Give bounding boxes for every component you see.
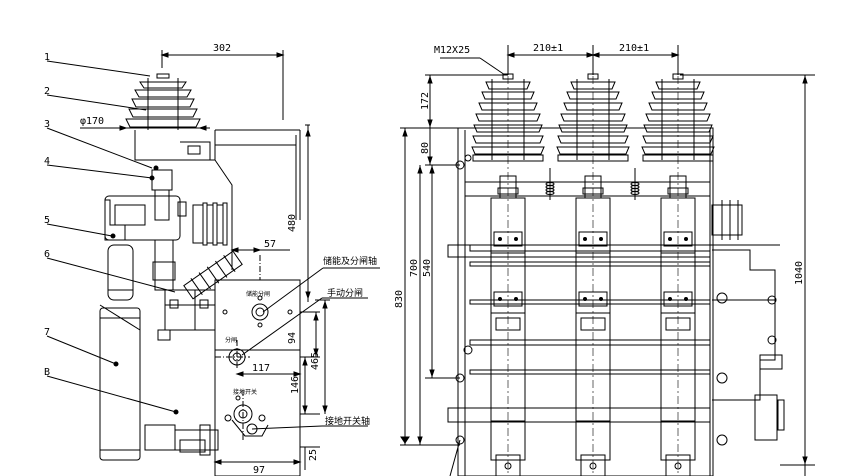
chinese-labels: 储能及分闸轴 手动分闸 接地开关轴 储能分闸 分闸 接地开关 [225,255,377,427]
label-small-1: 储能分闸 [246,290,270,298]
callout-3: 3 [44,119,50,130]
dim-pitch-2: 210±1 [619,43,649,54]
callout-2: 2 [44,86,50,97]
callout-b: B [44,367,50,378]
dim-302: 302 [213,43,231,54]
pole-2 [556,60,640,476]
callout-6: 6 [44,249,50,260]
dim-146: 146 [290,376,301,394]
dim-pitch-1: 210±1 [533,43,563,54]
dim-1040: 1040 [794,261,805,285]
dimension-texts: 302 φ170 480 57 94 117 465 146 97 25 M12… [80,43,805,476]
dim-830: 830 [394,290,405,308]
dim-465: 465 [310,352,321,370]
pole-3 [641,60,715,476]
dim-700: 700 [409,259,420,277]
pole-1 [471,60,555,476]
dim-480: 480 [287,214,298,232]
callout-numbers: 1 2 3 4 5 6 7 B [44,52,50,378]
label-earthing-switch-shaft: 接地开关轴 [325,415,370,427]
dim-97: 97 [253,465,265,476]
dim-m12x25: M12X25 [434,45,470,56]
front-view [400,45,815,476]
dim-phi-170: φ170 [80,116,104,127]
dim-80: 80 [420,142,431,154]
dim-172: 172 [420,92,431,110]
label-small-2: 分闸 [225,336,237,344]
dim-540: 540 [422,259,433,277]
label-storage-switch-shaft: 储能及分闸轴 [323,255,377,267]
label-small-3: 接地开关 [233,388,257,396]
dim-94: 94 [287,332,298,344]
label-manual-trip: 手动分闸 [327,287,363,299]
callout-5: 5 [44,215,50,226]
side-view [46,50,380,476]
callout-7: 7 [44,327,50,338]
dim-25: 25 [308,449,319,461]
dim-57: 57 [264,239,276,250]
callout-4: 4 [44,156,50,167]
dim-117: 117 [252,363,270,374]
callout-1: 1 [44,52,50,63]
